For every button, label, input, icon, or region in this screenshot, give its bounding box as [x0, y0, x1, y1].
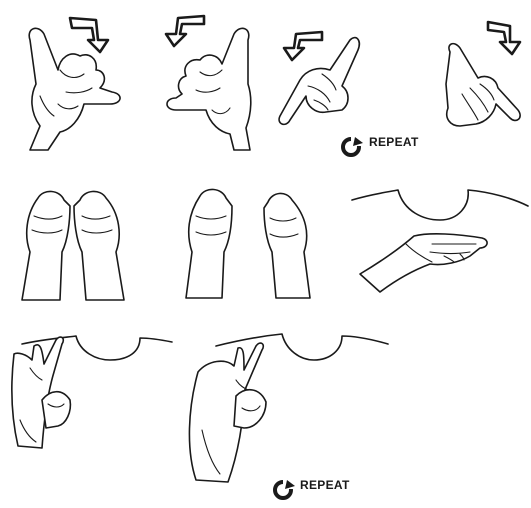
flat-hand-on-chest — [352, 190, 528, 292]
curved-arrow-icon-4 — [488, 22, 520, 54]
repeat-icon-row3 — [275, 480, 295, 498]
v-hand-at-shoulder-1 — [12, 336, 172, 448]
v-hand-at-shoulder-2 — [189, 334, 388, 482]
repeat-label-row3: REPEAT — [300, 479, 350, 491]
repeat-label-row1: REPEAT — [369, 136, 419, 148]
curved-arrow-icon-1 — [70, 18, 108, 52]
hand-y-shape-1 — [29, 28, 120, 150]
two-fists-apart — [186, 189, 310, 298]
repeat-icon-row1 — [343, 137, 363, 155]
curved-arrow-icon-3 — [284, 32, 322, 60]
curved-arrow-icon-2 — [166, 16, 204, 46]
hand-y-shape-2 — [167, 28, 251, 150]
hand-point-down-right — [446, 44, 520, 126]
two-fists-together — [22, 191, 124, 300]
